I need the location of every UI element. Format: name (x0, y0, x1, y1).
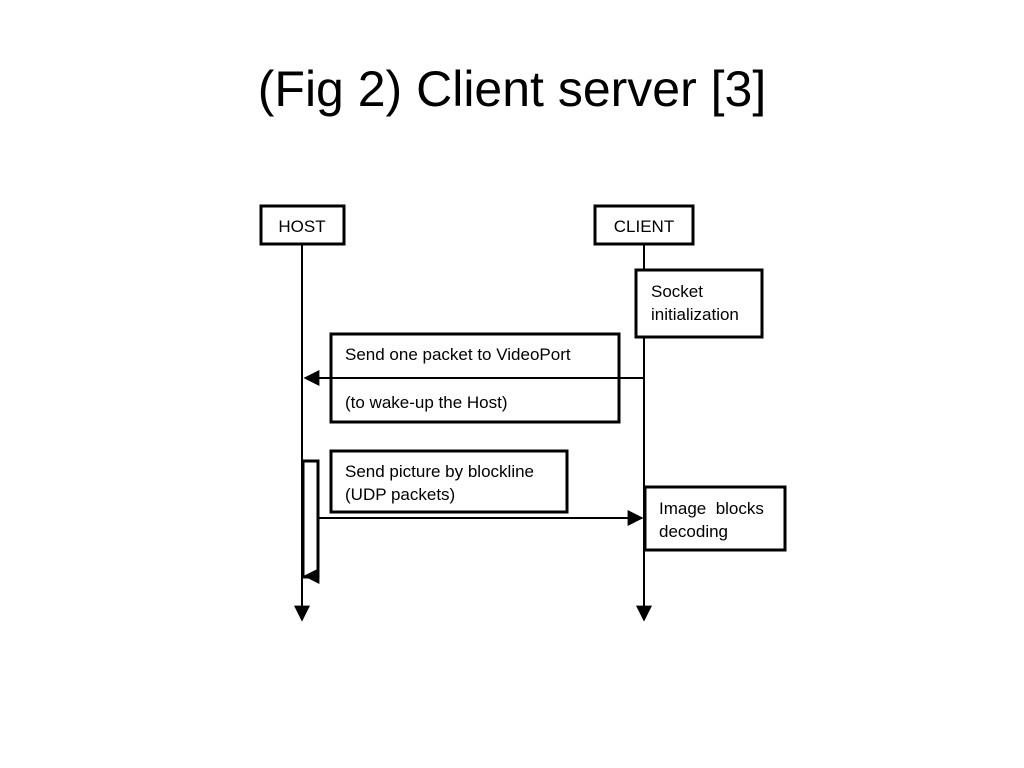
slide-title: (Fig 2) Client server [3] (257, 61, 767, 117)
client-actor: CLIENT (593, 204, 695, 246)
client-label: CLIENT (614, 217, 674, 236)
host-activation-bar (301, 459, 320, 579)
socket-init-box: Socket initialization (634, 268, 764, 339)
host-label: HOST (278, 217, 325, 236)
wake-message-line2: (to wake-up the Host) (345, 393, 508, 412)
decode-line1: Image blocks (659, 499, 764, 518)
wake-message-line1: Send one packet to VideoPort (345, 345, 571, 364)
picture-message-box: Send picture by blockline (UDP packets) (329, 449, 569, 514)
socket-init-line1: Socket (651, 282, 703, 301)
host-actor: HOST (259, 204, 346, 246)
picture-message-line1: Send picture by blockline (345, 462, 534, 481)
decode-line2: decoding (659, 522, 728, 541)
picture-message-line2: (UDP packets) (345, 485, 455, 504)
socket-init-line2: initialization (651, 305, 739, 324)
decode-box: Image blocks decoding (643, 485, 787, 552)
